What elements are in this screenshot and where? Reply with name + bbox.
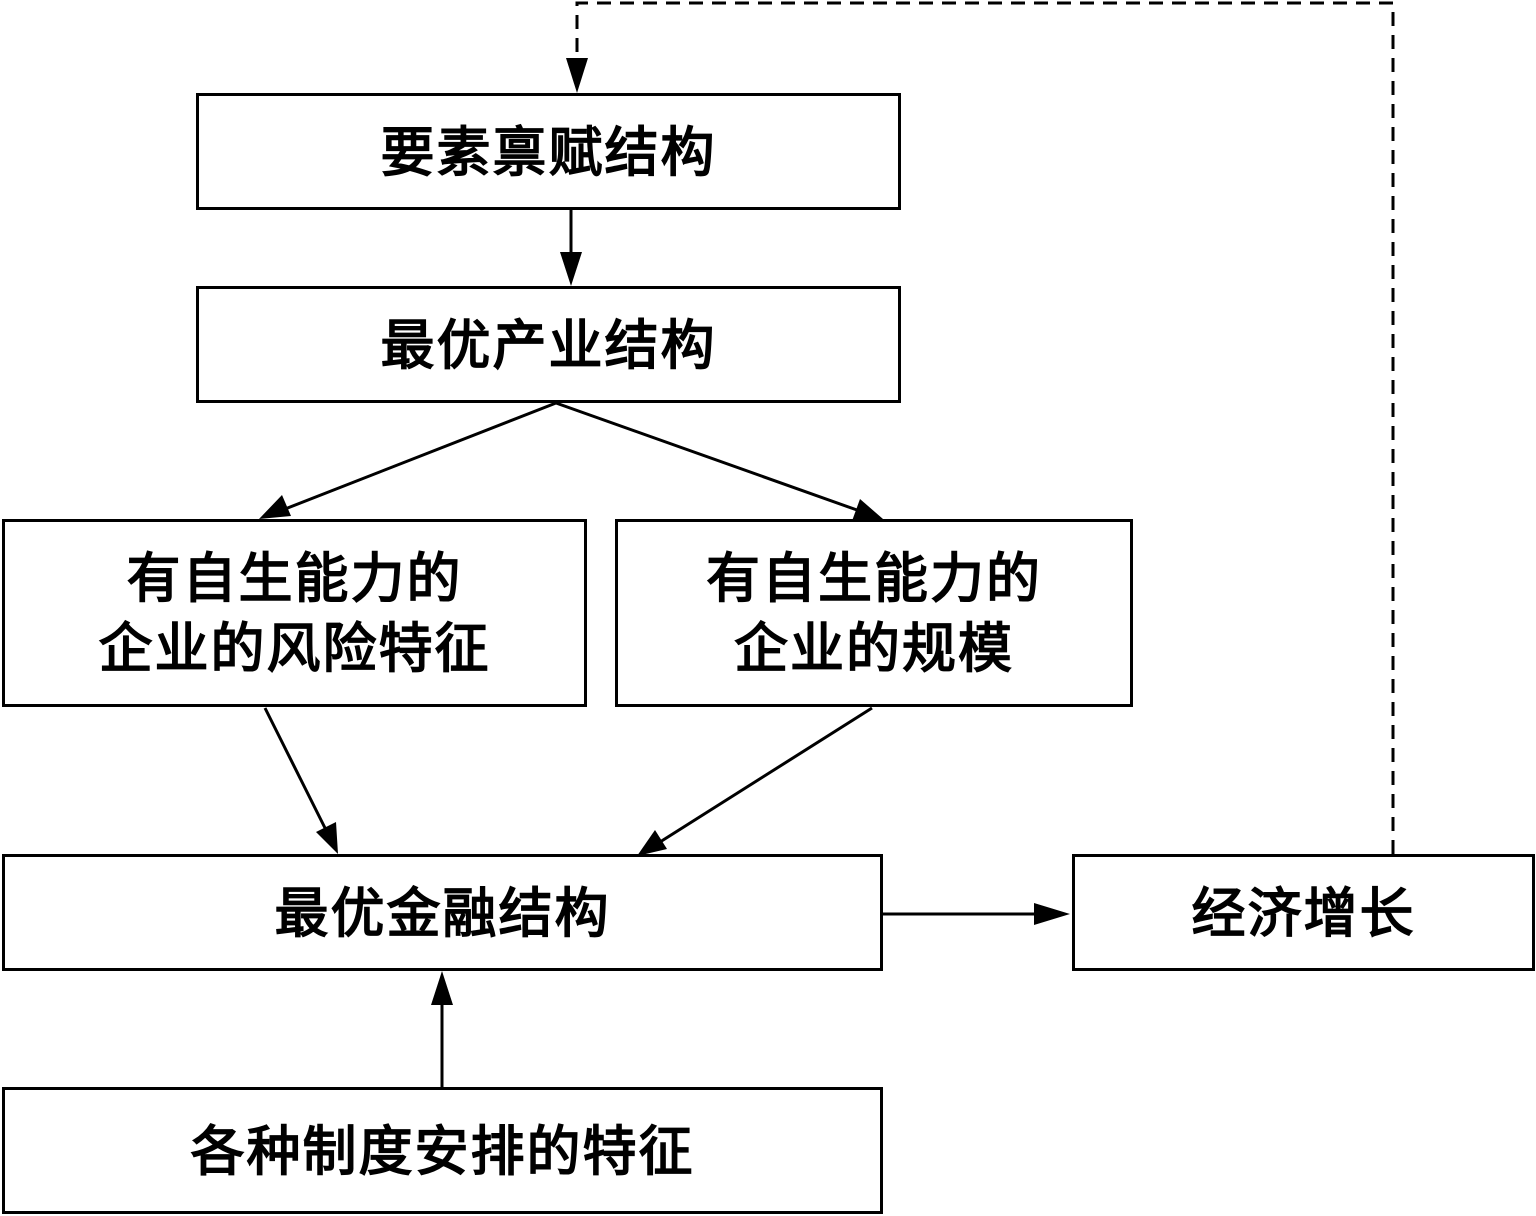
- node-endowment-structure: 要素禀赋结构: [196, 93, 901, 210]
- node-label: 各种制度安排的特征: [190, 1118, 695, 1183]
- arrow-scale-to-finance: [637, 706, 873, 856]
- node-label: 要素禀赋结构: [380, 119, 717, 184]
- arrow-finance-to-growth: [883, 903, 1070, 925]
- node-label: 最优金融结构: [274, 880, 611, 945]
- node-label: 最优产业结构: [380, 312, 717, 377]
- node-institutional-arrangements: 各种制度安排的特征: [2, 1087, 883, 1214]
- node-label-line1: 有自生能力的: [706, 546, 1042, 610]
- arrow-industry-to-risk: [259, 401, 557, 519]
- node-label-line2: 企业的风险特征: [98, 616, 491, 680]
- node-industry-structure: 最优产业结构: [196, 286, 901, 403]
- node-firm-scale: 有自生能力的 企业的规模: [615, 519, 1133, 707]
- arrow-endowment-to-industry: [560, 210, 582, 286]
- node-risk-features: 有自生能力的 企业的风险特征: [2, 519, 587, 707]
- arrow-industry-to-scale: [555, 401, 883, 521]
- arrow-institution-to-finance: [431, 971, 453, 1087]
- arrow-risk-to-finance: [263, 707, 338, 854]
- node-label: 经济增长: [1191, 880, 1416, 945]
- node-financial-structure: 最优金融结构: [2, 854, 883, 971]
- arrow-growth-to-endowment-dashed: [566, 1, 1395, 854]
- node-label-line1: 有自生能力的: [126, 546, 463, 610]
- node-label-line2: 企业的规模: [734, 616, 1014, 680]
- node-economic-growth: 经济增长: [1072, 854, 1535, 971]
